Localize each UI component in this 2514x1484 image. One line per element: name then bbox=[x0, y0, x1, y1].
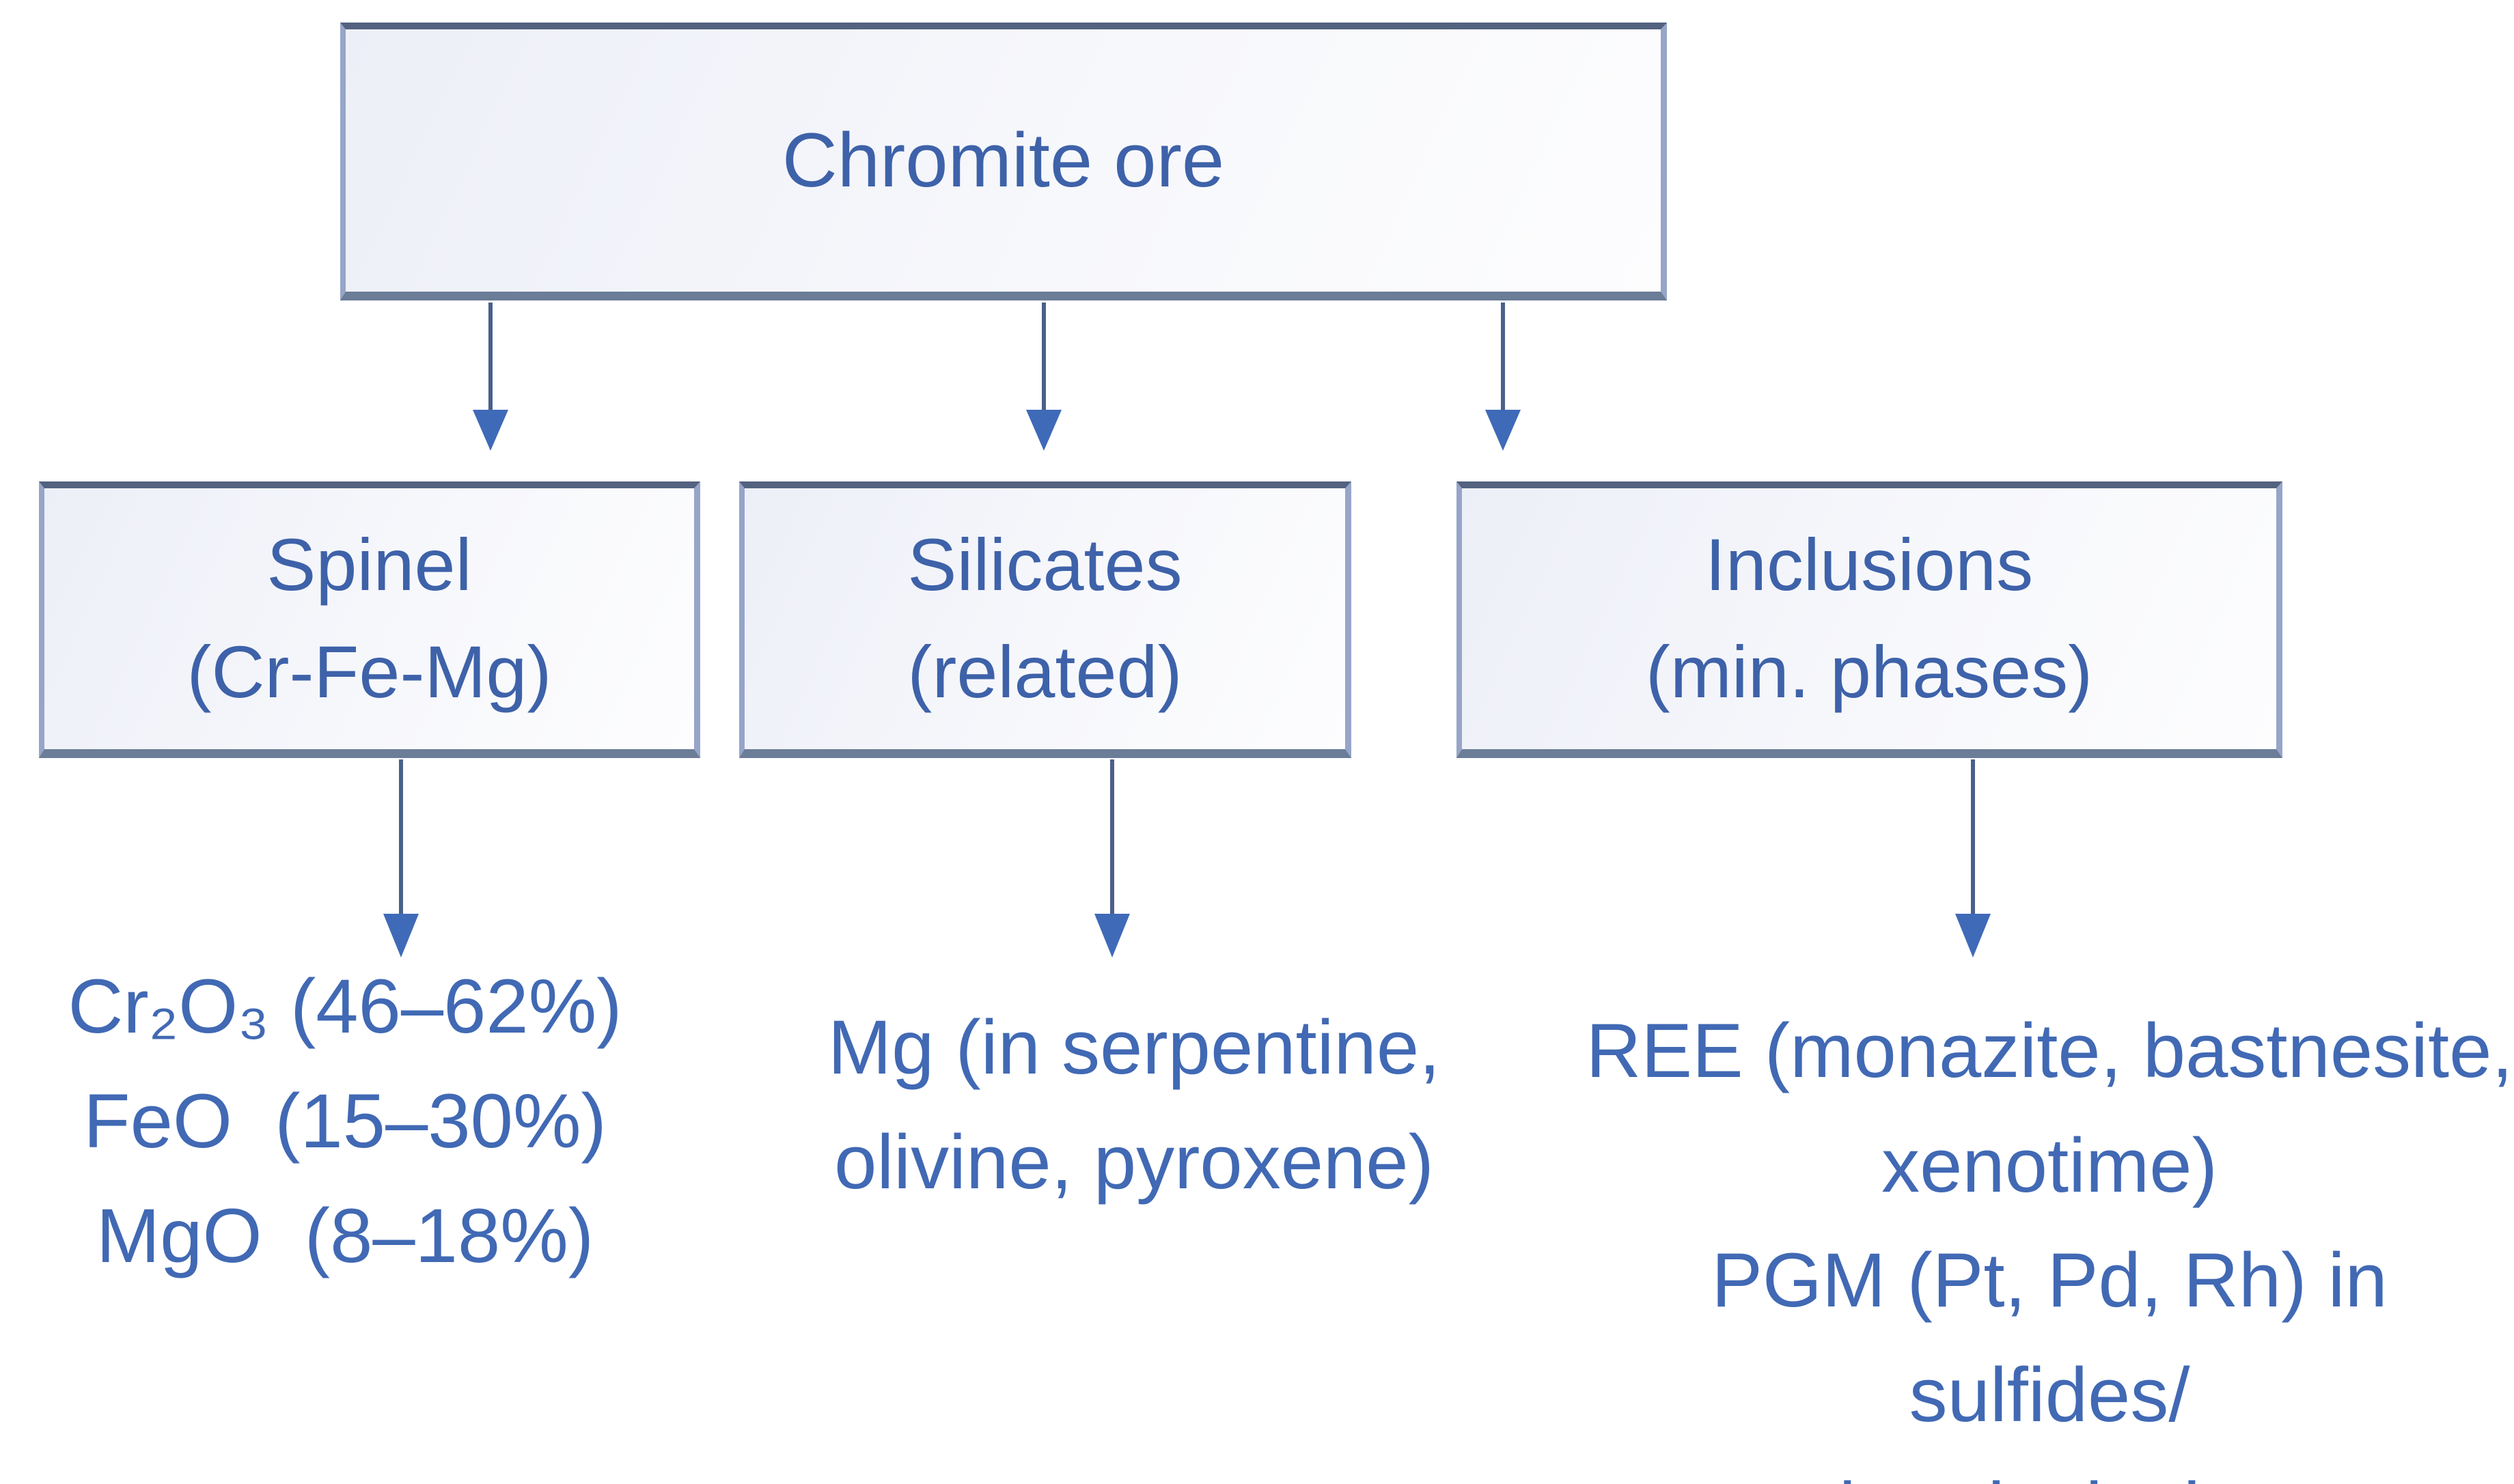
arrow-silicates-to-details bbox=[1094, 759, 1130, 957]
detail-pgm: PGM (Pt, Pd, Rh) in sulfides/ bbox=[1711, 1237, 2409, 1438]
arrow-root-to-silicates bbox=[1026, 303, 1062, 451]
node-silicates-name: Silicates bbox=[907, 523, 1183, 606]
detail-cr2o3: Cr₂O₃ (46–62%) bbox=[68, 964, 622, 1049]
detail-mgo: MgO (8–18%) bbox=[96, 1193, 594, 1278]
arrow-root-to-inclusions bbox=[1485, 303, 1521, 451]
node-inclusions: Inclusions (min. phases) bbox=[1456, 481, 2282, 758]
arrow-spinel-to-details bbox=[383, 759, 419, 957]
detail-micro-inclusions: micro-inclusions bbox=[1585, 1453, 2514, 1484]
inclusions-composition-list: REE (monazite, bastnesite, xenotime) PGM… bbox=[1585, 994, 2514, 1484]
silicates-composition-list: Mg (in serpentine, olivine, pyroxene) bbox=[813, 990, 1455, 1220]
arrow-inclusions-to-details bbox=[1955, 759, 1991, 957]
detail-ree: REE (monazite, bastnesite, bbox=[1586, 1008, 2513, 1093]
node-inclusions-qualifier: (min. phases) bbox=[1645, 630, 2093, 713]
node-silicates: Silicates (related) bbox=[739, 481, 1351, 758]
node-spinel: Spinel (Cr-Fe-Mg) bbox=[39, 481, 700, 758]
detail-olivine-pyroxene: olivine, pyroxene) bbox=[834, 1119, 1434, 1205]
detail-feo: FeO (15–30%) bbox=[83, 1078, 607, 1164]
node-chromite-ore-label: Chromite ore bbox=[782, 117, 1225, 203]
node-chromite-ore: Chromite ore bbox=[340, 23, 1667, 300]
node-silicates-qualifier: (related) bbox=[907, 630, 1183, 713]
spinel-composition-list: Cr₂O₃ (46–62%) FeO (15–30%) MgO (8–18%) bbox=[27, 949, 663, 1293]
detail-xenotime: xenotime) bbox=[1881, 1123, 2218, 1208]
node-spinel-name: Spinel bbox=[266, 523, 472, 606]
arrow-root-to-spinel bbox=[473, 303, 508, 451]
node-spinel-qualifier: (Cr-Fe-Mg) bbox=[187, 630, 552, 713]
node-inclusions-name: Inclusions bbox=[1704, 523, 2034, 606]
detail-mg-serpentine: Mg (in serpentine, bbox=[827, 1005, 1441, 1090]
